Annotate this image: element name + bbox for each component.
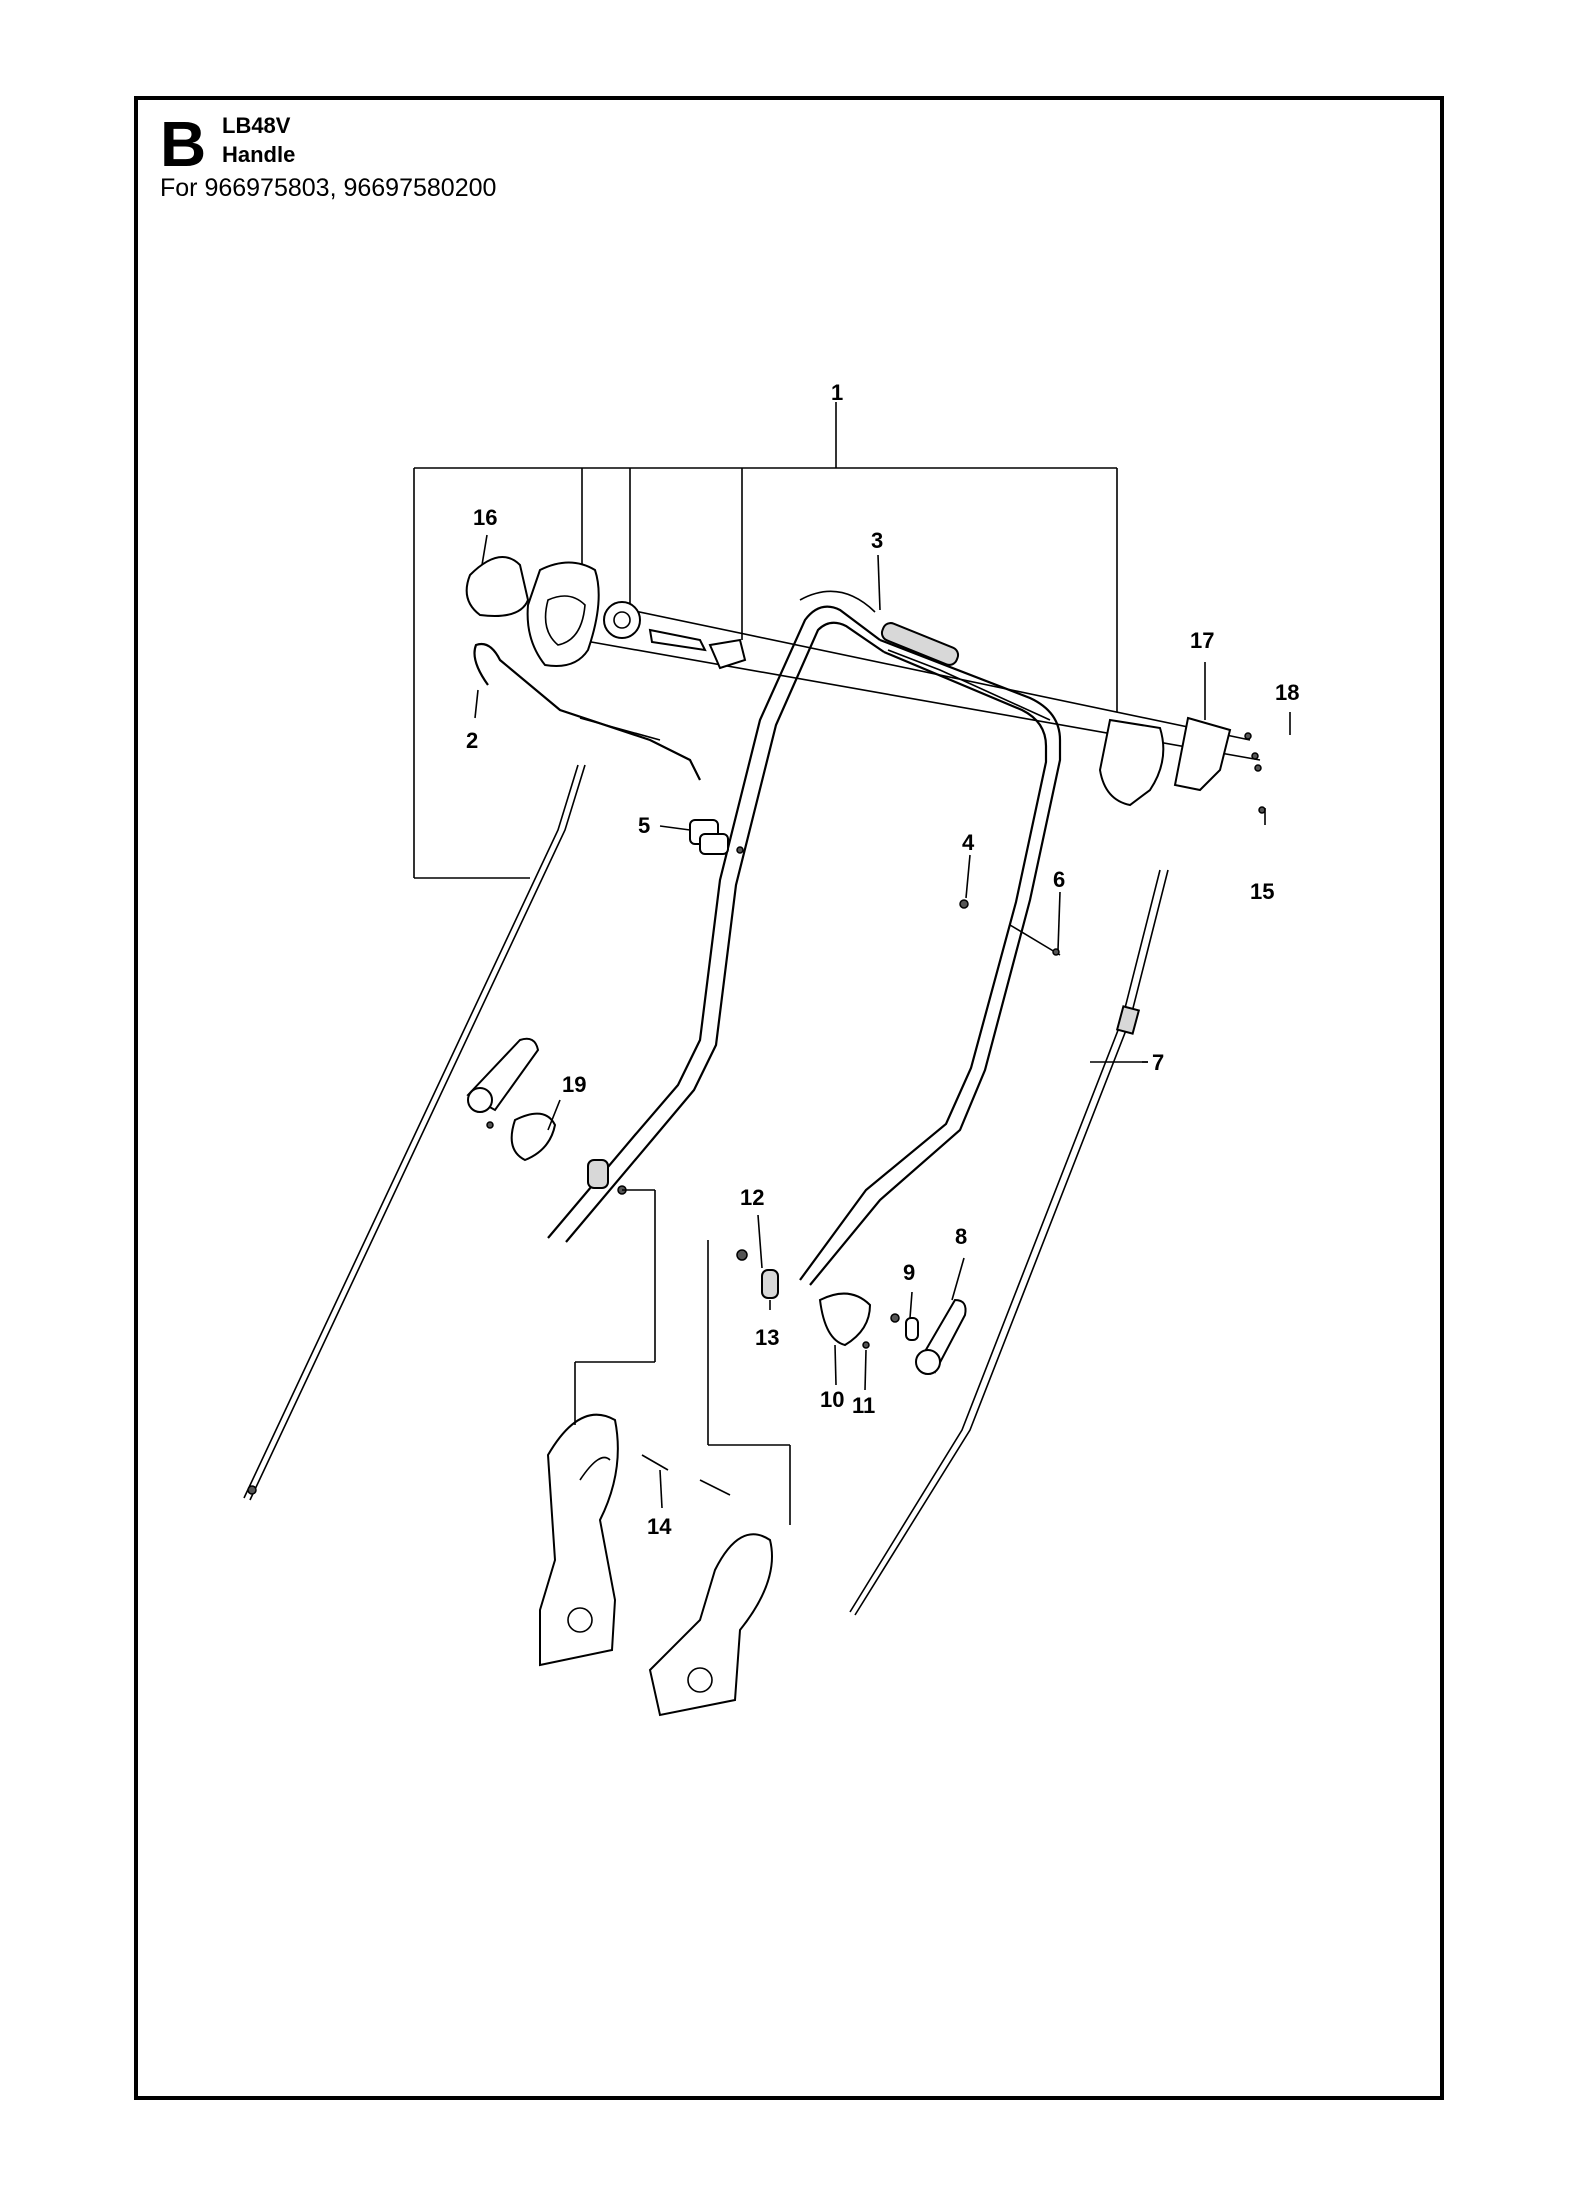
assembly-title: Handle [222,142,296,167]
callout-4: 4 [962,830,975,855]
model-name: LB48V [222,113,291,138]
part-17-end-bracket [1098,716,1266,814]
callout-11: 11 [852,1393,875,1418]
callout-17: 17 [1190,628,1214,653]
callout-16: 16 [473,505,497,530]
callout-2: 2 [466,728,478,753]
part-14-wheel-brackets [539,1413,773,1717]
control-panel [526,561,600,667]
callout-19: 19 [562,1072,586,1097]
leader-lines [474,534,1291,1509]
callout-9: 9 [903,1260,915,1285]
callout-18: 18 [1275,680,1299,705]
part-7-cable [849,869,1169,1616]
callout-13: 13 [755,1325,779,1350]
knob [603,601,641,639]
right-lower-adjuster [736,1249,967,1375]
part-19-left-adjuster [466,1037,627,1195]
callout-12: 12 [740,1185,764,1210]
part-5-clip [689,819,744,855]
callout-1: 1 [831,380,843,405]
section-letter: B [160,108,207,180]
part-16-cover [465,556,530,617]
callout-7: 7 [1152,1050,1164,1075]
group-bracket-1 [413,402,1118,879]
callout-15: 15 [1250,879,1274,904]
lever-parts [648,628,747,670]
callout-10: 10 [820,1387,844,1412]
part-numbers-line: For 966975803, 96697580200 [160,174,497,202]
callout-14: 14 [647,1514,672,1539]
page-frame [134,96,1444,2100]
left-cable [243,764,586,1501]
callout-5: 5 [638,813,650,838]
bracket-lines-14 [574,1189,791,1525]
callout-6: 6 [1053,867,1065,892]
part-2-bail-wire [473,642,701,781]
callout-3: 3 [871,528,883,553]
handle-tube [547,590,1062,1286]
callout-8: 8 [955,1224,967,1249]
part-4-6-nut-bolt [959,899,1061,956]
